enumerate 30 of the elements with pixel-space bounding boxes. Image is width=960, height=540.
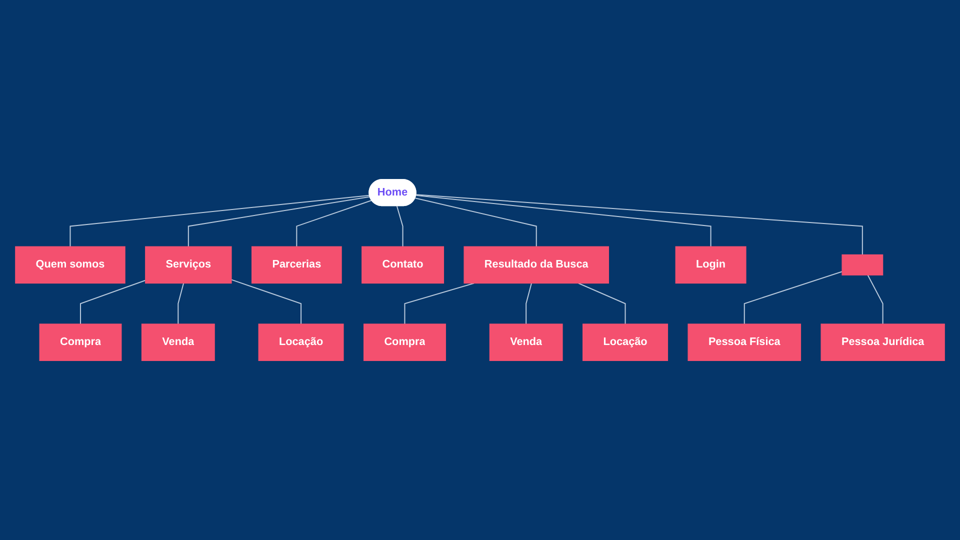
connector <box>396 206 404 247</box>
connector <box>578 282 626 324</box>
node-box: Locação <box>258 324 344 361</box>
node-box: Venda <box>141 324 215 361</box>
connector <box>178 283 184 324</box>
connector <box>416 194 712 247</box>
connector <box>867 274 884 324</box>
node-box: Pessoa Física <box>688 324 802 361</box>
node-box: Parcerias <box>251 246 342 284</box>
connector <box>80 280 146 324</box>
node-box: Compra <box>364 324 446 361</box>
node-box: Pessoa Jurídica <box>820 324 945 361</box>
connector <box>188 196 370 247</box>
node-box: Compra <box>39 324 122 361</box>
connector <box>296 200 372 247</box>
node-box: Contato <box>362 246 444 284</box>
node-box: Serviços <box>145 246 232 284</box>
connector <box>526 283 532 324</box>
connector <box>404 282 474 324</box>
connector <box>70 194 370 247</box>
node-box: Resultado da Busca <box>464 246 609 284</box>
connector <box>415 198 537 247</box>
node-box <box>842 254 884 276</box>
connector <box>416 194 863 255</box>
node-box: Locação <box>582 324 668 361</box>
node-box: Quem somos <box>15 246 126 284</box>
connector <box>744 271 842 324</box>
connector <box>231 279 302 324</box>
node-box: Login <box>675 246 746 284</box>
node-box: Venda <box>489 324 563 361</box>
